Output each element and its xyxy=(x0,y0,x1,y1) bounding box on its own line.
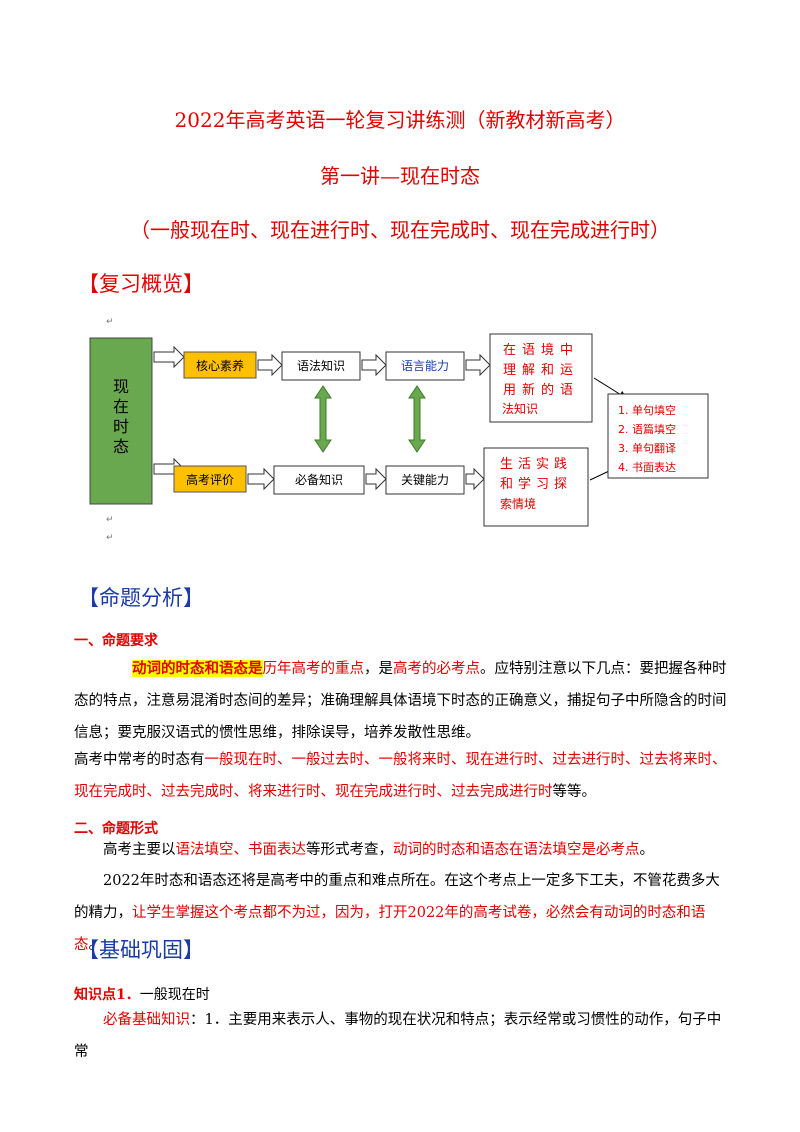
knowledge-point-text: 必备基础知识：1．主要用来表示人、事物的现在状况和特点；表示经常或习惯性的动作，… xyxy=(74,1004,734,1068)
red-text: 历年高考的重点 xyxy=(262,661,365,677)
red-text: 高考的必考点 xyxy=(393,661,480,677)
core-literacy-label: 核心素养 xyxy=(196,358,244,373)
exam-task-item: 1. 单句填空 xyxy=(618,403,676,417)
kp-name: 一般现在时 xyxy=(139,987,210,1003)
exam-tasks-box xyxy=(607,393,709,479)
context-goal-line: 理解和运 xyxy=(503,363,579,378)
basics-heading: 【基础巩固】 xyxy=(78,938,204,962)
life-context-line: 和学习探 xyxy=(500,476,572,492)
knowledge-point-title: 知识点1．一般现在时 xyxy=(74,984,210,1004)
left-box-char: 时 xyxy=(113,417,129,436)
para-mark: ↵ xyxy=(106,533,114,543)
doc-title: 2022年高考英语一轮复习讲练测（新教材新高考） xyxy=(174,108,626,132)
red-text: 动词的时态和语态在语法填空是必考点 xyxy=(393,842,640,858)
hollow-arrow-icon xyxy=(153,345,185,369)
exam-task-item: 4. 书面表达 xyxy=(618,460,676,474)
body-text: 高考主要以 xyxy=(103,842,176,858)
context-goal-box xyxy=(489,333,593,423)
form-paragraph-1: 高考主要以语法填空、书面表达等形式考查，动词的时态和语态在语法填空是必考点。 xyxy=(74,834,734,866)
red-text: 一般现在时、一般过去时、一般将来时、现在进行时、过去进行时、过去将来时、现在完成… xyxy=(74,752,727,800)
red-text: 让学生掌握这个考点都不为过，因为，打开2022年的高考试卷，必然会有动词的时态和… xyxy=(74,905,706,953)
body-text: 高考中常考的时态有 xyxy=(74,752,205,768)
life-context-box xyxy=(483,447,589,527)
hollow-arrow-icon xyxy=(247,467,275,491)
hollow-arrow-icon xyxy=(365,467,387,491)
left-box-char: 在 xyxy=(113,397,129,416)
key-ability-box xyxy=(385,465,465,495)
essential-knowledge-box xyxy=(273,465,365,495)
context-goal-line: 法知识 xyxy=(502,402,538,416)
context-goal-line: 在语境中 xyxy=(503,343,579,358)
tenses-subtitle: （一般现在时、现在进行时、现在完成时、现在完成进行时） xyxy=(130,218,670,242)
exam-evaluation-box xyxy=(173,465,247,493)
left-box-char: 现 xyxy=(113,377,129,396)
form-title: 二、命题形式 xyxy=(74,821,158,837)
hollow-arrow-icon xyxy=(257,353,283,377)
essential-knowledge-label: 必备知识 xyxy=(295,473,343,487)
hollow-arrow-icon xyxy=(465,353,491,377)
life-context-line: 索情境 xyxy=(500,496,536,511)
requirements-paragraph: 动词的时态和语态是历年高考的重点，是高考的必考点。应特别注意以下几点：要把握各种… xyxy=(74,653,734,749)
context-goal-line: 用新的语 xyxy=(503,382,579,398)
life-context-line: 生活实践 xyxy=(500,457,572,472)
form-paragraph-2: 2022年时态和语态还将是高考中的重点和难点所在。在这个考点上一定多下工夫，不管… xyxy=(74,865,734,961)
hollow-arrow-icon xyxy=(465,467,485,491)
overview-heading: 【复习概览】 xyxy=(78,272,204,296)
exam-task-item: 2. 语篇填空 xyxy=(618,422,676,436)
present-tense-box xyxy=(89,337,153,505)
hollow-arrow-icon xyxy=(361,353,387,377)
lecture-title: 第一讲—现在时态 xyxy=(320,164,480,188)
left-box-char: 态 xyxy=(113,437,129,456)
grammar-knowledge-label: 语法知识 xyxy=(297,359,345,373)
body-text: 。 xyxy=(88,937,104,953)
body-text: 。应特别注意以下几点：要把握各种时态的特点，注意易混淆时态间的差异；准确理解具体… xyxy=(74,661,727,741)
red-text: 语法填空、书面表达 xyxy=(175,842,307,858)
grammar-knowledge-box xyxy=(281,351,361,381)
language-ability-label: 语言能力 xyxy=(401,359,449,373)
body-text: ，是 xyxy=(364,661,393,677)
key-ability-label: 关键能力 xyxy=(401,473,449,487)
exam-evaluation-label: 高考评价 xyxy=(186,472,234,487)
common-tenses-paragraph: 高考中常考的时态有一般现在时、一般过去时、一般将来时、现在进行时、过去进行时、过… xyxy=(74,744,734,808)
double-arrow-icon xyxy=(314,385,332,453)
requirements-title: 一、命题要求 xyxy=(74,633,158,649)
core-literacy-box xyxy=(183,351,257,379)
body-text: 等等。 xyxy=(552,784,597,800)
kp-label: 知识点1． xyxy=(74,987,140,1003)
red-text: 必备基础知识 xyxy=(103,1012,190,1028)
highlighted-phrase: 动词的时态和语态是 xyxy=(132,660,263,677)
para-mark: ↵ xyxy=(106,515,114,525)
analysis-heading: 【命题分析】 xyxy=(78,586,204,610)
exam-task-item: 3. 单句翻译 xyxy=(618,441,676,455)
body-text: ：1．主要用来表示人、事物的现在状况和特点；表示经常或习惯性的动作，句子中常 xyxy=(74,1012,722,1060)
language-ability-box xyxy=(385,351,465,381)
body-text: 2022年时态和语态还将是高考中的重点和难点所在。在这个考点上一定多下工夫，不管… xyxy=(74,873,720,921)
body-text: 等形式考查， xyxy=(306,842,393,858)
para-mark: ↵ xyxy=(106,317,114,327)
double-arrow-icon xyxy=(408,385,426,453)
body-text: 。 xyxy=(639,842,655,858)
overview-diagram: ↵ 现 在 时 态 核心素养 语法知识 语言能力 在语境中 理解和运 用新的语 … xyxy=(89,317,709,543)
